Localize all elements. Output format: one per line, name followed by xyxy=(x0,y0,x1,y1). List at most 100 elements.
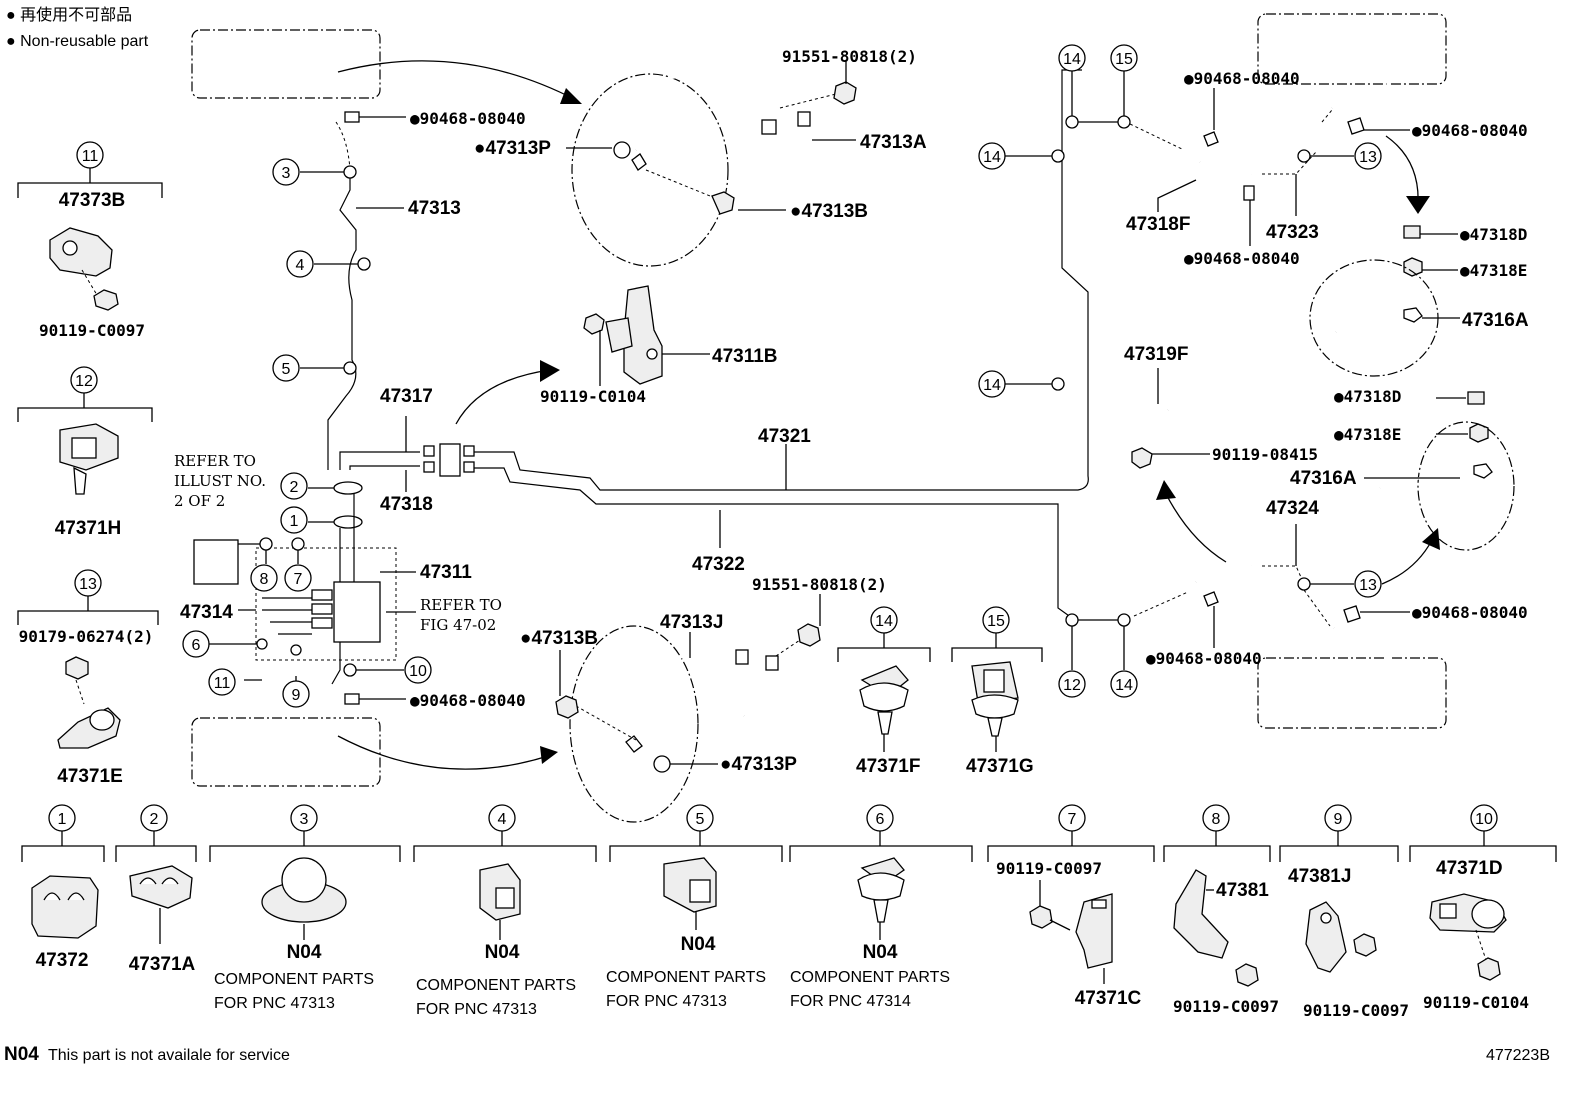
callout-group-12: 12 47371H xyxy=(17,366,153,539)
note-refer-fig-1: REFER TO xyxy=(420,596,502,614)
bolt-90179-06274: 90179-06274(2) xyxy=(19,627,154,646)
bottom-callout-6: 6 xyxy=(876,811,885,828)
callout-5: 5 xyxy=(282,361,291,378)
callout-6: 6 xyxy=(192,637,201,654)
clip-47371H-icon xyxy=(59,423,119,495)
part-47322: 47322 xyxy=(692,554,745,575)
footer-figure-id: 477223B xyxy=(1486,1047,1550,1064)
bracket-47311B: 47311B 90119-C0104 xyxy=(455,285,778,425)
footer-n04-code: N04 xyxy=(4,1044,39,1065)
bottom-callout-7: 7 xyxy=(1068,811,1077,828)
bottom-text-5b: FOR PNC 47313 xyxy=(606,993,727,1010)
bolt-90119-C0104-mid: 90119-C0104 xyxy=(540,387,646,406)
clip-90468-r-a: ●90468-08040 xyxy=(1184,69,1300,88)
bottom-part-47371C: 47371C xyxy=(1075,988,1142,1009)
part-47313B-mid: ●47313B xyxy=(520,628,598,649)
callout-13-r2: 13 xyxy=(1359,577,1377,594)
part-47371E: 47371E xyxy=(57,766,123,787)
callout-13-r1: 13 xyxy=(1359,149,1377,166)
bottom-callout-10: 10 xyxy=(1475,811,1493,828)
bottom-text-5a: COMPONENT PARTS xyxy=(606,969,766,986)
callout-8: 8 xyxy=(260,571,269,588)
part-47321: 47321 xyxy=(758,426,811,447)
part-47313J: 47313J xyxy=(660,612,723,633)
part-47324: 47324 xyxy=(1266,498,1319,519)
part-47311: 47311 xyxy=(420,562,472,583)
bolt-90119-C0097-left: 90119-C0097 xyxy=(39,321,145,340)
callout-2: 2 xyxy=(290,479,299,496)
part-47318E-a: ●47318E xyxy=(1460,261,1527,280)
callout-group-13-left: 13 90179-06274(2) 47371E xyxy=(17,569,159,787)
note-refer-illust-2: ILLUST NO. xyxy=(174,472,266,490)
callout-13-left: 13 xyxy=(79,576,97,593)
callout-14-r4: 14 xyxy=(1115,677,1133,694)
bottom-part-47371A: 47371A xyxy=(129,954,196,975)
callout-group-11: 11 47373B 90119-C0097 xyxy=(17,141,163,340)
part-47313P-top: ●47313P xyxy=(474,138,551,159)
bottom-text-4b: FOR PNC 47313 xyxy=(416,1001,537,1018)
callout-14-f: 14 xyxy=(875,613,893,630)
part-47318E-b: ●47318E xyxy=(1334,425,1401,444)
callout-3: 3 xyxy=(282,165,291,182)
bottom-callout-9: 9 xyxy=(1334,811,1343,828)
part-47318D-a: ●47318D xyxy=(1460,225,1527,244)
part-47313A: 47313A xyxy=(860,132,927,153)
part-47323: 47323 xyxy=(1266,222,1319,243)
callout-11: 11 xyxy=(214,675,231,692)
callout-15-g: 15 xyxy=(987,613,1005,630)
main-pipes: 47317 47318 47321 47322 xyxy=(339,69,1089,619)
callout-14-r3: 14 xyxy=(983,377,1001,394)
bottom-callout-4: 4 xyxy=(498,811,507,828)
clip-90468-mid: ●90468-08040 xyxy=(410,691,526,710)
callout-4: 4 xyxy=(296,257,305,274)
bottom-bolt-7: 90119-C0097 xyxy=(996,859,1102,878)
part-47313P-mid: ●47313P xyxy=(720,754,797,775)
part-47317: 47317 xyxy=(380,386,433,407)
part-47373B: 47373B xyxy=(59,190,126,211)
bottom-text-6a: COMPONENT PARTS xyxy=(790,969,950,986)
bottom-part-47372: 47372 xyxy=(36,950,89,971)
callout-10: 10 xyxy=(409,663,427,680)
clamp-47371E-icon xyxy=(57,656,121,749)
part-47319F: 47319F xyxy=(1124,344,1188,365)
part-47371F: 47371F xyxy=(856,756,920,777)
hose-47313A-detail: 91551-80818(2) 47313A ●47313P ●47313B xyxy=(474,47,927,267)
footer-n04-text: This part is not availale for service xyxy=(48,1047,290,1064)
bottom-bolt-8: 90119-C0097 xyxy=(1173,997,1279,1016)
bottom-text-6b: FOR PNC 47314 xyxy=(790,993,911,1010)
clamp-47373B-icon xyxy=(49,227,119,311)
bottom-callout-1: 1 xyxy=(58,811,67,828)
callout-12: 12 xyxy=(75,373,93,390)
clip-90468-r-b: ●90468-08040 xyxy=(1412,121,1528,140)
bottom-part-47381J: 47381J xyxy=(1288,866,1351,887)
callout-14-r1: 14 xyxy=(1063,51,1081,68)
clip-90468-top: ●90468-08040 xyxy=(410,109,526,128)
clip-90468-r-c: ●90468-08040 xyxy=(1184,249,1300,268)
callout-14-r2: 14 xyxy=(983,149,1001,166)
part-47311B: 47311B xyxy=(712,346,778,367)
bottom-text-3b: FOR PNC 47313 xyxy=(214,995,335,1012)
bottom-callout-5: 5 xyxy=(696,811,705,828)
bottom-code-5: N04 xyxy=(681,934,716,955)
part-47371G: 47371G xyxy=(966,756,1034,777)
clip-90468-r-e: ●90468-08040 xyxy=(1146,649,1262,668)
bottom-bolt-9: 90119-C0097 xyxy=(1303,1001,1409,1020)
bottom-part-47371D: 47371D xyxy=(1436,858,1503,879)
bottom-row-parts: 1 47372 2 47371A 3 N04 COMPONENT PARTS F… xyxy=(21,804,1557,1020)
part-47316A-b: 47316A xyxy=(1290,468,1357,489)
bottom-text-4a: COMPONENT PARTS xyxy=(416,977,576,994)
part-47313B-top: ●47313B xyxy=(790,201,868,222)
part-47318: 47318 xyxy=(380,494,433,515)
callout-1: 1 xyxy=(290,513,299,530)
clip-90468-r-d: ●90468-08040 xyxy=(1412,603,1528,622)
hose-47313J-detail: 91551-80818(2) ●47313B 47313J ●47313P xyxy=(520,575,887,823)
abs-actuator-area: REFER TO ILLUST NO. 2 OF 2 2 1 8 7 47311… xyxy=(174,452,558,787)
part-47314: 47314 xyxy=(180,602,233,623)
bottom-callout-3: 3 xyxy=(300,811,309,828)
right-side-routing: 14 15 14 14 ●90468-08040 47318F ●90468-0… xyxy=(978,13,1529,729)
part-47371H: 47371H xyxy=(55,518,122,539)
bolt-91551-mid: 91551-80818(2) xyxy=(752,575,887,594)
part-47318D-b: ●47318D xyxy=(1334,387,1401,406)
bottom-bolt-10: 90119-C0104 xyxy=(1423,993,1529,1012)
